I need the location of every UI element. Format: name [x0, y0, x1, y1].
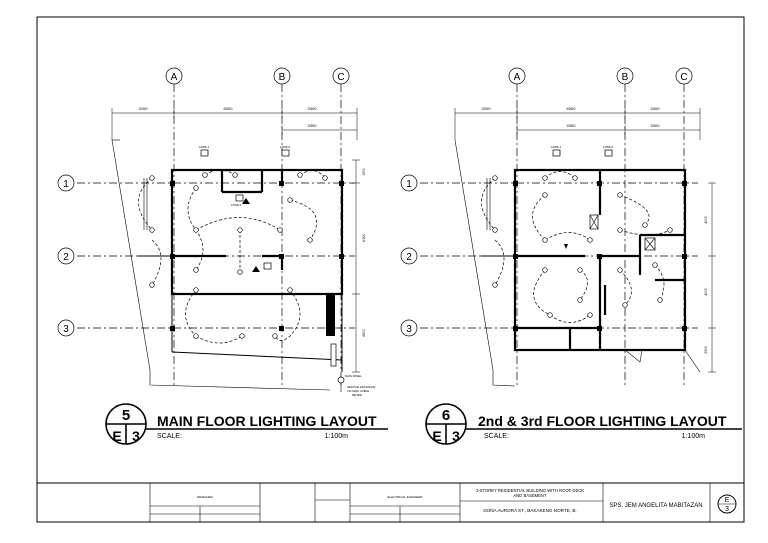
dim-text: 3300	[651, 106, 661, 111]
project-location: DOÑA AURORA ST., BAKAKENG NORTE, B.	[483, 507, 576, 513]
dim-text: 4000	[704, 216, 708, 224]
dimension-top-left: 3200 6000 3300 3300	[111, 106, 358, 140]
fixture-label: LPR6-3	[231, 203, 242, 207]
sheet-letter: E	[432, 428, 441, 444]
designer-label: DESIGNED	[197, 495, 214, 499]
project-title-line1: 3-STOREY RESIDENTIAL BUILDING WITH ROOF …	[476, 488, 584, 493]
panel-marker	[252, 266, 260, 272]
drawing-title: 2nd & 3rd FLOOR LIGHTING LAYOUT	[478, 413, 727, 429]
service-note: VIA MAIN CABLE	[347, 389, 369, 393]
drawing-title-right: 6 E 3 2nd & 3rd FLOOR LIGHTING LAYOUT SC…	[425, 403, 742, 445]
dimension-top-right: 3200 6000 3300 4300 3300	[454, 106, 701, 140]
service-note: MAIN PANEL	[345, 374, 362, 378]
dim-text: 4000	[704, 288, 708, 296]
fixture-label: LPR6-2	[603, 145, 614, 149]
svg-text:1: 1	[406, 179, 412, 190]
grid-bubble-row-2: 2	[57, 247, 75, 265]
svg-text:1: 1	[63, 179, 69, 190]
svg-text:B: B	[622, 72, 629, 83]
scale-value: 1:100m	[682, 433, 706, 440]
drawing-number: 6	[442, 407, 450, 424]
svg-text:B: B	[279, 72, 286, 83]
panel-marker	[242, 198, 250, 204]
owner-name: SPS. JEM ANGELITA MABITAZAN	[609, 503, 702, 509]
scale-label: SCALE:	[157, 433, 182, 440]
sheet-number-bubble: E 3	[717, 494, 737, 514]
dim-text: 6000	[224, 106, 234, 111]
service-note: METER	[352, 393, 362, 397]
grid-bubble-col-b: B	[616, 67, 634, 85]
fixture-label: LPR6-2	[280, 145, 291, 149]
svg-text:3: 3	[63, 324, 69, 335]
dim-text: 1500	[362, 168, 366, 176]
sheet-number: 3	[452, 428, 460, 444]
svg-text:2: 2	[63, 252, 69, 263]
dim-text: 4,900	[362, 234, 366, 243]
dim-text: 6000	[567, 106, 577, 111]
sheet-border	[36, 16, 745, 523]
grid-bubble-row-1: 1	[57, 174, 75, 192]
dim-text: 3300	[308, 123, 318, 128]
svg-text:C: C	[680, 72, 687, 83]
fixture-label: LPR6-1	[551, 145, 562, 149]
drawing-number: 5	[122, 407, 130, 424]
stair-block	[326, 294, 335, 336]
light-fixtures-left	[149, 172, 328, 339]
dim-text: 3200	[482, 106, 492, 111]
scale-label: SCALE:	[484, 433, 509, 440]
dim-text: 4300	[567, 123, 577, 128]
grid-bubble-row-1: 1	[400, 174, 418, 192]
svg-text:A: A	[514, 72, 521, 83]
title-block: DESIGNED ELECTRICAL ENGINEER 3-STOREY RE…	[36, 482, 745, 523]
dim-text: 3300	[308, 106, 318, 111]
plan-main-floor: 3200 6000 3300 3300 A B C 1	[57, 67, 376, 397]
drawing-title: MAIN FLOOR LIGHTING LAYOUT	[157, 413, 377, 429]
fixture-label: LPR6-1	[199, 145, 210, 149]
dim-text: 3200	[139, 106, 149, 111]
engineer-label: ELECTRICAL ENGINEER	[388, 495, 424, 499]
svg-text:3: 3	[725, 506, 729, 513]
svg-text:C: C	[337, 72, 344, 83]
grid-bubble-col-c: C	[332, 67, 350, 85]
svg-text:3: 3	[406, 324, 412, 335]
sheet-number: 3	[132, 428, 140, 444]
grid-bubble-col-a: A	[165, 67, 183, 85]
grid-bubble-col-c: C	[675, 67, 693, 85]
grid-bubble-row-3: 3	[57, 319, 75, 337]
panel-marker	[564, 244, 568, 249]
project-title-line2: AND BASEMENT	[513, 493, 546, 498]
grid-bubble-col-b: B	[273, 67, 291, 85]
grid-bubble-row-2: 2	[400, 247, 418, 265]
scale-value: 1:100m	[325, 433, 349, 440]
drawing-title-left: 5 E 3 MAIN FLOOR LIGHTING LAYOUT SCALE: …	[105, 403, 388, 445]
svg-text:A: A	[171, 72, 178, 83]
svg-text:2: 2	[406, 252, 412, 263]
dim-text: 2300	[704, 346, 708, 354]
light-fixtures-right	[492, 175, 673, 318]
grid-bubble-col-a: A	[508, 67, 526, 85]
plan-upper-floor: 3200 6000 3300 4300 3300 A B C 1	[400, 67, 716, 388]
grid-bubble-row-3: 3	[400, 319, 418, 337]
svg-text:E: E	[725, 497, 730, 504]
sheet-letter: E	[112, 428, 121, 444]
dim-text: 6600	[362, 329, 366, 337]
dim-text: 3300	[651, 123, 661, 128]
service-note: SERVICE ENTRANCE	[347, 385, 376, 389]
